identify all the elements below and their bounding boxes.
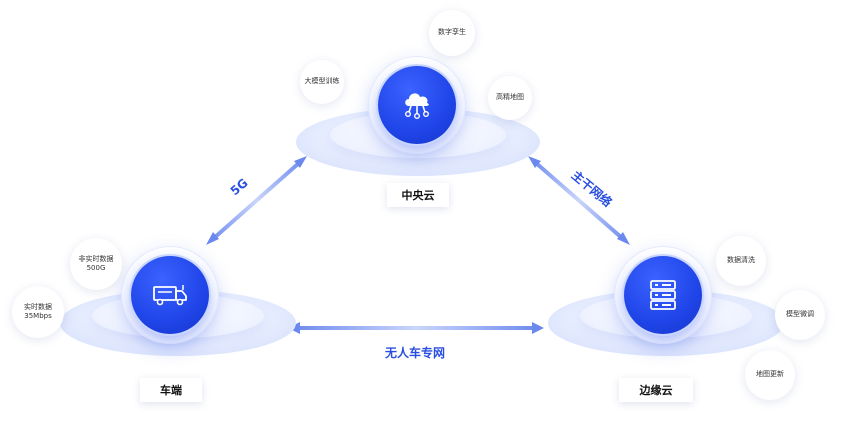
link-label-vehicle-network: 无人车专网 bbox=[385, 346, 446, 360]
bubble-map-update: 地图更新 bbox=[745, 350, 795, 400]
server-icon bbox=[650, 280, 676, 310]
central-hub[interactable] bbox=[378, 66, 456, 144]
bubble-model-training: 大模型训练 bbox=[300, 60, 344, 104]
bubble-model-finetune: 模型微调 bbox=[775, 290, 825, 340]
central-cloud-label: 中央云 bbox=[387, 183, 449, 207]
arrow-vehicle-central bbox=[206, 156, 307, 245]
bubble-realtime-data: 实时数据 35Mbps bbox=[12, 286, 64, 338]
edge-hub[interactable] bbox=[624, 256, 702, 334]
cloud-network-icon bbox=[404, 93, 430, 120]
bubble-digital-twin: 数字孪生 bbox=[429, 10, 475, 56]
vehicle-label: 车端 bbox=[140, 378, 202, 402]
vehicle-hub[interactable] bbox=[131, 256, 209, 334]
bubble-hd-map: 高精地图 bbox=[488, 76, 532, 120]
truck-icon bbox=[153, 285, 187, 306]
edge-cloud-label: 边缘云 bbox=[619, 378, 693, 402]
arrow-central-edge bbox=[528, 156, 630, 245]
arrow-vehicle-edge bbox=[288, 322, 544, 334]
bubble-data-cleaning: 数据清洗 bbox=[716, 236, 766, 286]
bubble-non-realtime-data: 非实时数据 500G bbox=[70, 238, 122, 290]
